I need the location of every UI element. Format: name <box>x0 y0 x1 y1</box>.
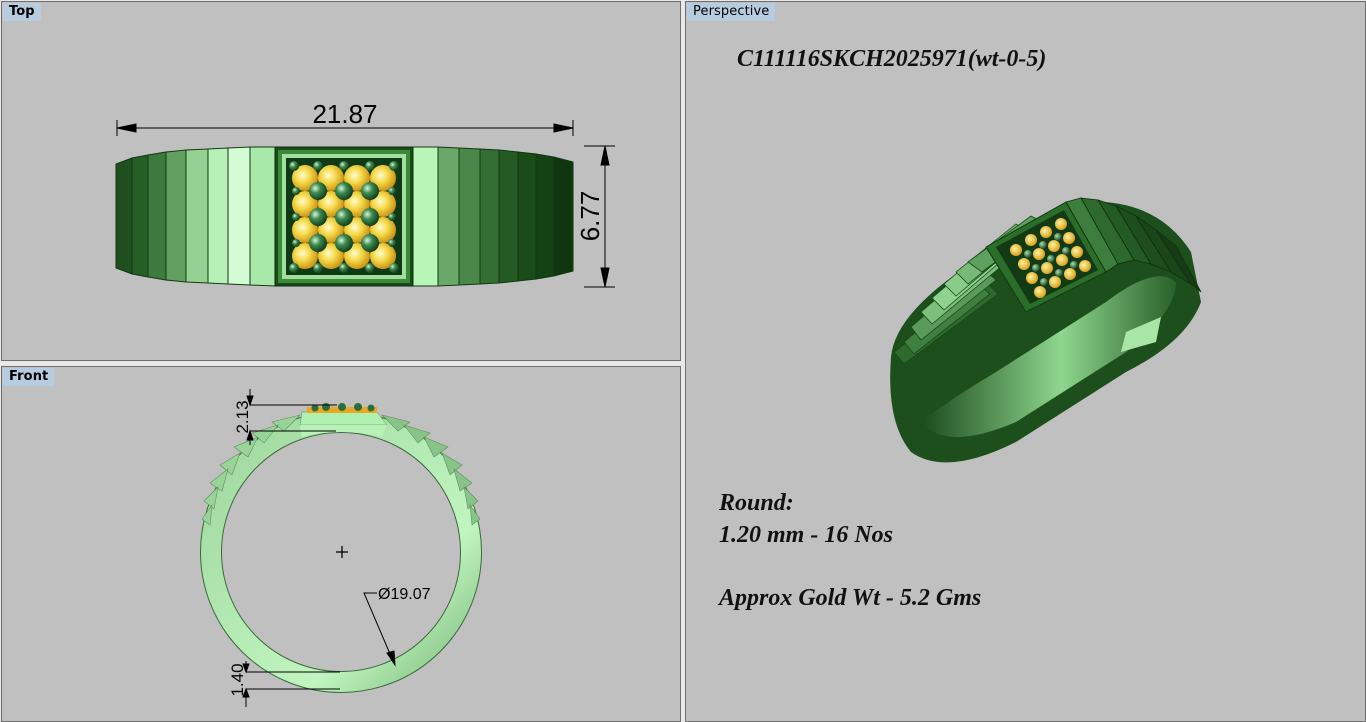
dimension-height-label: 6.77 <box>575 191 605 242</box>
dimension-width <box>116 120 574 136</box>
dimension-diameter <box>363 592 396 667</box>
center-mark-icon <box>336 546 348 558</box>
head-stones-profile <box>307 403 377 413</box>
front-viewport[interactable]: 2.13 Ø19.07 1.40 Front <box>1 366 681 722</box>
dimension-head-height <box>246 389 337 445</box>
prong-grid-small <box>289 161 399 273</box>
ring-shank-left <box>115 146 276 287</box>
dimension-diameter-label: Ø19.07 <box>378 586 431 603</box>
ring-shank-right <box>412 146 574 287</box>
gold-weight-label: Approx Gold Wt - 5.2 Gms <box>719 585 982 611</box>
viewport-label-perspective[interactable]: Perspective <box>687 3 776 21</box>
dimension-width-label: 21.87 <box>312 99 377 129</box>
design-code-title: C111116SKCH2025971(wt-0-5) <box>737 46 1047 72</box>
gem-grid-yellow <box>292 165 396 269</box>
perspective-ring-render <box>890 197 1202 463</box>
stone-spec-label: 1.20 mm - 16 Nos <box>719 522 893 548</box>
perspective-viewport[interactable]: Perspective C111116SKCH2025971(wt-0-5) R… <box>685 1 1366 722</box>
gem-grid-persp <box>1010 218 1091 298</box>
dimension-shank-thickness-label: 1.40 <box>228 663 247 696</box>
dimension-shank-thickness <box>242 661 340 707</box>
ring-steps-right-persp <box>1065 197 1202 293</box>
prong-grid-large <box>309 182 379 252</box>
top-viewport[interactable]: 21.87 6.77 Top <box>1 1 681 361</box>
dimension-height <box>584 145 615 288</box>
ring-head-profile <box>299 411 388 426</box>
viewport-label-front[interactable]: Front <box>3 368 55 386</box>
ring-inner-band <box>921 276 1176 437</box>
ring-steps-right <box>381 414 481 526</box>
front-view-drawing: 2.13 Ø19.07 1.40 <box>200 389 482 707</box>
dimension-head-height-label: 2.13 <box>233 400 252 433</box>
top-view-drawing: 21.87 6.77 <box>115 99 615 288</box>
stone-type-label: Round: <box>719 490 794 516</box>
viewport-label-top[interactable]: Top <box>3 3 41 21</box>
ring-steps-left <box>201 414 301 526</box>
